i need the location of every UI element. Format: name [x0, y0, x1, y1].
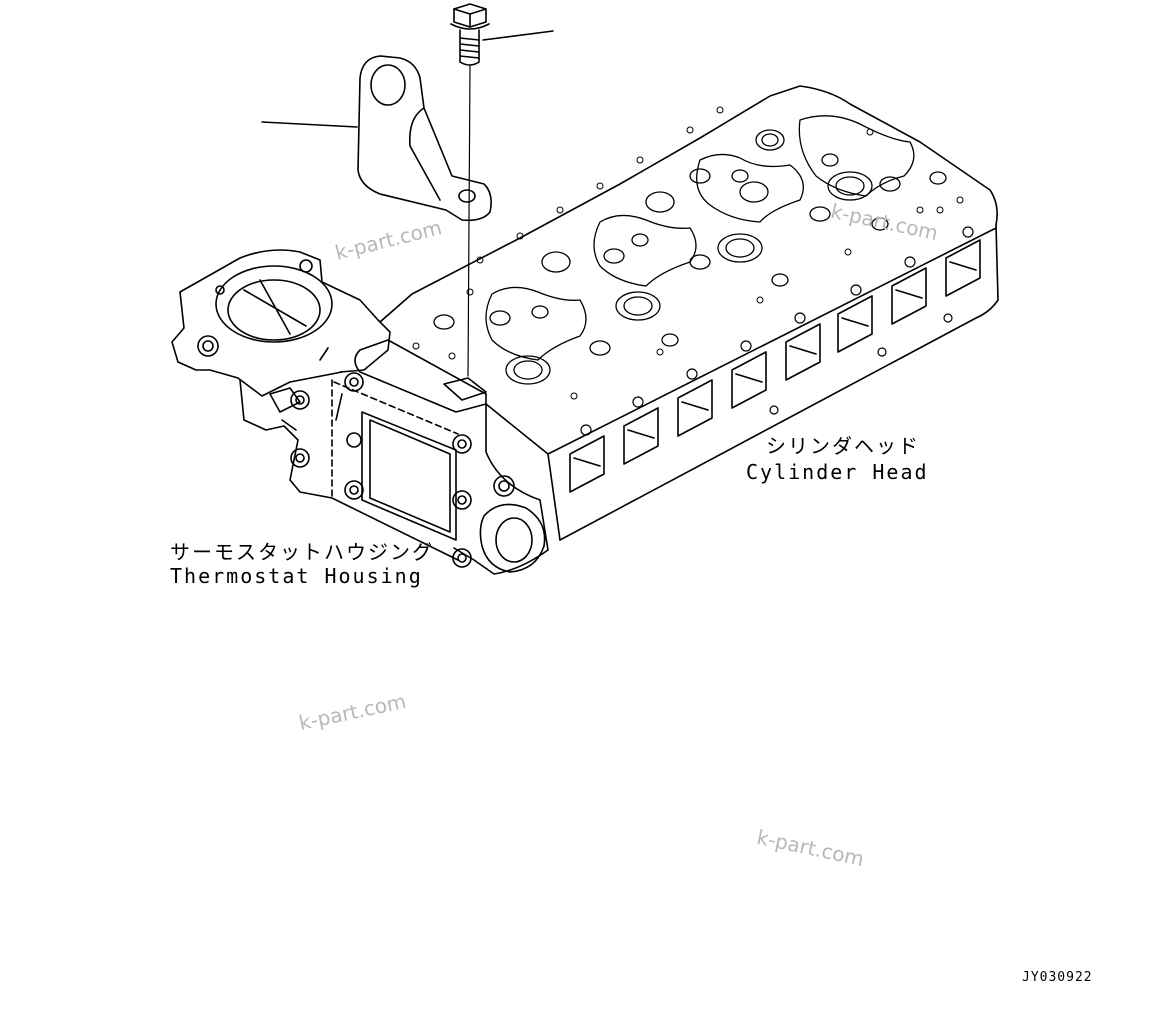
thermostat-housing-label-jp: サーモスタットハウジング — [170, 540, 434, 564]
bracket-leader-line — [261, 121, 358, 128]
thermostat-housing-label-en: Thermostat Housing — [170, 564, 423, 588]
cylinder-head — [354, 85, 999, 575]
cylinder-head-label-en: Cylinder Head — [746, 460, 929, 484]
thermostat-housing — [171, 249, 472, 568]
bolt-leader-line — [482, 30, 554, 41]
bracket — [357, 55, 492, 222]
port-row — [569, 239, 981, 493]
cylinder-head-label-jp: シリンダヘッド — [766, 434, 920, 458]
figure-code: JY030922 — [1022, 970, 1093, 985]
